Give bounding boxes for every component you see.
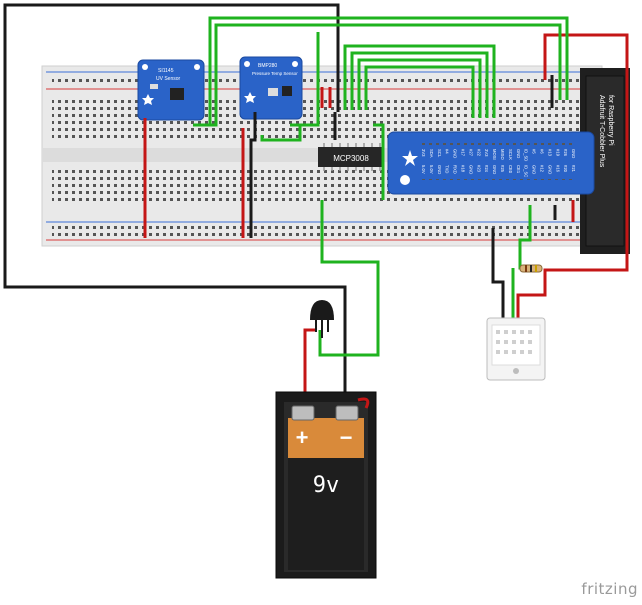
cobbler-pin-label: #24 bbox=[484, 165, 489, 173]
resistor bbox=[519, 264, 543, 273]
cobbler-pin-label: #20 bbox=[563, 165, 568, 173]
battery-plus-label: + bbox=[296, 425, 309, 450]
cobbler-pin-label: #5 bbox=[532, 149, 537, 154]
cobbler-pin-label: MOSI bbox=[492, 149, 497, 160]
cobbler-pin-label: #22 bbox=[476, 149, 481, 157]
adc-chip-label: MCP3008 bbox=[333, 154, 369, 163]
cobbler-pin-label: GND bbox=[532, 165, 537, 174]
cobbler-pin-label: #19 bbox=[555, 149, 560, 157]
uv-sensor-board bbox=[137, 59, 205, 121]
uv-sensor-part-label: SI1145 bbox=[158, 68, 174, 74]
cobbler-pin-label: RXD bbox=[453, 165, 458, 174]
cobbler-pin-label: SDA bbox=[429, 149, 434, 158]
mcp3008-chip bbox=[318, 143, 384, 171]
cobbler-pin-label: SCL bbox=[437, 149, 442, 158]
cobbler-pin-label: ID_SD bbox=[524, 149, 529, 161]
battery-9v bbox=[275, 391, 377, 579]
cobbler-pin-label: GND bbox=[547, 165, 552, 174]
cobbler-title-line2: for Raspberry Pi bbox=[607, 95, 614, 146]
cobbler-pin-label: 3V3 bbox=[484, 149, 489, 157]
t-cobbler-board bbox=[387, 131, 595, 195]
cobbler-pin-label: GND bbox=[468, 165, 473, 174]
cobbler-pin-label: #18 bbox=[461, 165, 466, 173]
battery-voltage-label: 9v bbox=[313, 473, 340, 498]
cobbler-pin-label: MISO bbox=[500, 149, 505, 160]
cobbler-pin-label: SCLK bbox=[508, 149, 513, 160]
cobbler-pin-label: GND bbox=[437, 165, 442, 174]
cobbler-pin-label: CE0 bbox=[508, 165, 513, 174]
cobbler-pin-label: GND bbox=[571, 149, 576, 158]
battery-minus-label: − bbox=[340, 425, 353, 450]
dht-sensor bbox=[486, 317, 546, 381]
pressure-sensor-board bbox=[239, 56, 303, 120]
cobbler-pin-label: #13 bbox=[547, 149, 552, 157]
cobbler-pin-label: #21 bbox=[571, 165, 576, 173]
fritzing-watermark: fritzing bbox=[581, 580, 638, 598]
cobbler-pin-label: 3V3 bbox=[421, 149, 426, 157]
cobbler-pin-label: #16 bbox=[555, 165, 560, 173]
wires-black bbox=[3, 3, 557, 410]
cobbler-pin-label: #12 bbox=[540, 165, 545, 173]
cobbler-pin-label: 5.0V bbox=[421, 165, 426, 174]
cobbler-pin-label: #23 bbox=[476, 165, 481, 173]
transistor bbox=[310, 300, 334, 338]
cobbler-pin-label: GND bbox=[453, 149, 458, 158]
cobbler-pin-label: #4 bbox=[445, 149, 450, 154]
cobbler-pin-label: ID_SC bbox=[524, 165, 529, 177]
cobbler-pin-label: GND bbox=[516, 149, 521, 158]
pressure-sensor-part-label: BMP280 bbox=[258, 63, 277, 69]
uv-sensor-sub-label: UV Sensor bbox=[156, 76, 181, 82]
cobbler-pin-label: #25 bbox=[500, 165, 505, 173]
cobbler-pin-label: CE1 bbox=[516, 165, 521, 174]
cobbler-pin-label: #6 bbox=[540, 149, 545, 154]
cobbler-pin-label: #17 bbox=[461, 149, 466, 157]
cobbler-pin-label: 5.0V bbox=[429, 165, 434, 174]
cobbler-pin-label: TXD bbox=[445, 165, 450, 173]
pressure-sensor-sub-label: Pressure Temp Sensor bbox=[252, 71, 298, 76]
cobbler-title-line1: Adafruit T-Cobbler Plus bbox=[598, 95, 605, 168]
cobbler-pin-label: #26 bbox=[563, 149, 568, 157]
cobbler-pin-label: #27 bbox=[468, 149, 473, 157]
cobbler-pin-label: GND bbox=[492, 165, 497, 174]
